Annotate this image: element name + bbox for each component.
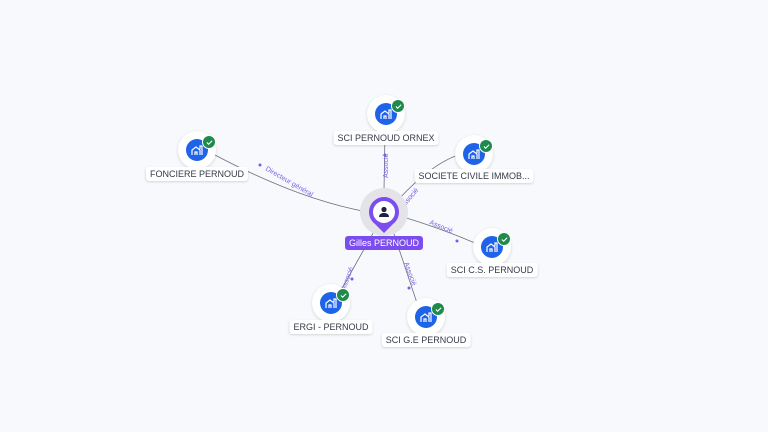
edge-label-ge: Associé — [402, 261, 417, 287]
edge-cs — [399, 215, 476, 244]
verified-check-icon — [391, 99, 405, 113]
verified-check-icon — [336, 288, 350, 302]
verified-check-icon — [479, 139, 493, 153]
company-label[interactable]: SCI PERNOUD ORNEX — [333, 131, 439, 145]
company-label[interactable]: FONCIERE PERNOUD — [145, 167, 249, 181]
company-label[interactable]: SCI G.E PERNOUD — [381, 333, 471, 347]
person-label[interactable]: Gilles PERNOUD — [344, 236, 424, 250]
person-pin-icon — [369, 197, 399, 233]
company-label[interactable]: ERGI - PERNOUD — [289, 320, 373, 334]
edge-label-cs: Associé — [428, 219, 453, 235]
company-label[interactable]: SOCIETE CIVILE IMMOB... — [414, 169, 534, 183]
verified-check-icon — [431, 302, 445, 316]
verified-check-icon — [202, 135, 216, 149]
edge-label-ornex: Associé — [383, 153, 390, 178]
edge-fonciere — [214, 154, 369, 213]
verified-check-icon — [497, 232, 511, 246]
company-label[interactable]: SCI C.S. PERNOUD — [446, 263, 538, 277]
